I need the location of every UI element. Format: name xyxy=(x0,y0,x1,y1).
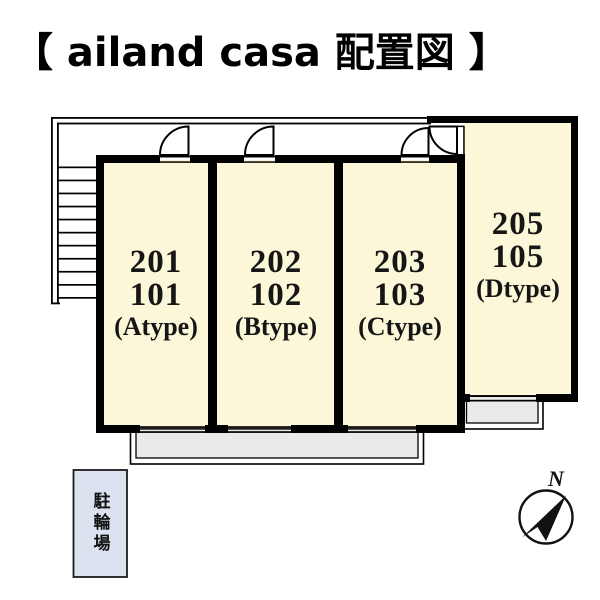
wall-top-seg-1 xyxy=(96,155,160,163)
page-title: 【 ailand casa 配置図 】 xyxy=(13,30,509,76)
window-d-line xyxy=(470,399,536,402)
windows xyxy=(140,395,536,433)
door-c-swing-icon xyxy=(400,126,430,156)
door-b-threshold xyxy=(243,161,276,163)
stair-step xyxy=(58,205,96,208)
window-c-line xyxy=(348,431,416,433)
window-d-line xyxy=(470,395,536,397)
wall-top-seg-4 xyxy=(429,155,465,163)
door-a-swing-icon xyxy=(158,125,190,156)
staircase-steps xyxy=(58,166,96,299)
wall-bottom-seg-2 xyxy=(205,425,228,433)
stair-step xyxy=(58,297,96,299)
door-swings xyxy=(158,125,458,156)
door-c-threshold xyxy=(400,156,430,158)
door-thresholds xyxy=(158,125,465,163)
window-b-line xyxy=(228,426,291,428)
room-b-number-upper: 202 xyxy=(249,244,303,280)
room-c-number-lower: 103 xyxy=(373,277,427,313)
boundary-left-inner xyxy=(57,122,59,303)
room-a-interior xyxy=(104,160,208,427)
bicycle-parking-label: 駐輪場 xyxy=(90,492,110,555)
window-a-line xyxy=(140,426,205,428)
stair-step xyxy=(58,231,96,234)
wall-c-d xyxy=(457,154,465,433)
boundary-left-cap xyxy=(51,302,60,305)
corridor-boundary xyxy=(51,117,431,305)
wall-d-top xyxy=(427,116,578,123)
walls xyxy=(96,116,578,433)
boundary-left-outer xyxy=(51,117,53,304)
window-c-line xyxy=(348,426,416,428)
room-d-interior xyxy=(464,122,571,396)
wall-bottom-seg-3 xyxy=(291,425,348,433)
wall-a-left xyxy=(96,155,104,433)
room-label-b: 202 102 (Btype) xyxy=(235,246,317,342)
wall-a-b xyxy=(208,155,217,433)
door-b-threshold xyxy=(243,156,276,158)
stair-step xyxy=(58,218,96,221)
door-d-jamb xyxy=(457,125,465,128)
room-b-number-lower: 102 xyxy=(249,277,303,313)
balconies xyxy=(129,395,544,465)
bicycle-parking-area xyxy=(72,469,128,578)
door-c-threshold xyxy=(400,161,430,163)
door-a-threshold xyxy=(158,161,192,163)
compass-needle xyxy=(522,495,566,541)
balcony-abc-inner xyxy=(135,428,419,459)
stair-step xyxy=(58,270,96,273)
stair-step xyxy=(58,179,96,182)
boundary-top-inner xyxy=(57,122,431,125)
room-d-type: (Dtype) xyxy=(476,274,560,303)
compass-north-icon xyxy=(518,489,574,545)
window-a-line xyxy=(140,431,205,433)
room-label-d: 205 105 (Dtype) xyxy=(476,208,560,304)
room-c-number-upper: 203 xyxy=(373,244,427,280)
compass-north-label: N xyxy=(548,466,564,491)
stair-step xyxy=(58,284,96,286)
stair-step xyxy=(58,166,96,169)
stair-step xyxy=(58,192,96,195)
room-label-a: 201 101 (Atype) xyxy=(114,246,198,342)
wall-bottom-seg-1 xyxy=(96,425,140,433)
wall-bottom-seg-4 xyxy=(416,425,465,433)
room-d-number-upper: 205 xyxy=(491,206,545,242)
boundary-top-outer xyxy=(51,117,431,119)
door-d-jamb xyxy=(463,126,465,154)
room-b-type: (Btype) xyxy=(234,312,318,341)
wall-d-bottom-2 xyxy=(536,394,578,402)
door-a-threshold xyxy=(158,156,192,158)
compass-circle xyxy=(518,489,574,545)
room-c-interior xyxy=(343,160,457,427)
stair-step xyxy=(58,257,96,260)
wall-d-bottom-1 xyxy=(457,394,470,402)
room-a-type: (Atype) xyxy=(114,312,198,341)
room-b-interior xyxy=(216,160,334,427)
wall-b-c xyxy=(334,155,343,433)
room-label-c: 203 103 (Ctype) xyxy=(358,246,442,342)
window-b-line xyxy=(228,431,291,433)
door-b-swing-icon xyxy=(243,125,275,156)
room-d-number-lower: 105 xyxy=(491,239,545,275)
wall-d-right xyxy=(571,116,578,402)
door-d-swing-icon xyxy=(428,125,458,156)
room-c-type: (Ctype) xyxy=(358,312,442,341)
room-a-number-lower: 101 xyxy=(129,277,183,313)
stair-step xyxy=(58,244,96,247)
room-a-number-upper: 201 xyxy=(129,244,183,280)
room-interiors xyxy=(104,122,571,427)
